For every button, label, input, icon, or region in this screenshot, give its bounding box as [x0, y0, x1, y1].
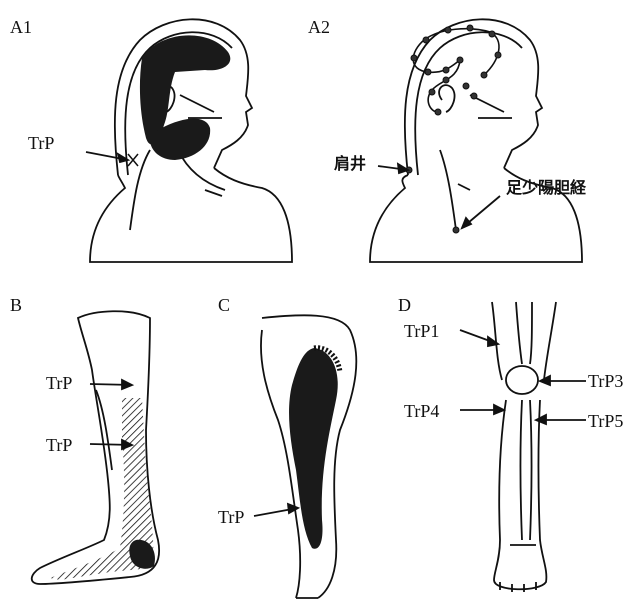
d-panel-label: D	[398, 296, 411, 314]
a1-trp-pointer	[86, 152, 138, 166]
c-trp-pointer	[254, 504, 298, 516]
b-pain-pattern	[50, 398, 155, 580]
d-trp5-label: TrP5	[588, 412, 623, 430]
d-trp3-label: TrP3	[588, 372, 623, 390]
c-trp-label: TrP	[218, 508, 244, 526]
d-trp-pointers	[460, 330, 586, 424]
a1-trp-label: TrP	[28, 134, 54, 152]
b-panel-label: B	[10, 296, 22, 314]
a2-meridian-label: 足少陽胆経	[506, 180, 586, 196]
a2-head-figure	[370, 19, 582, 262]
a2-panel-label: A2	[308, 18, 330, 36]
a2-point-label: 肩井	[334, 156, 366, 172]
b-trp-label-lower: TrP	[46, 436, 72, 454]
d-trp1-label: TrP1	[404, 322, 439, 340]
a2-acupoints	[406, 25, 501, 233]
d-leg-skeleton	[492, 302, 556, 592]
b-trp-label-upper: TrP	[46, 374, 72, 392]
d-trp4-label: TrP4	[404, 402, 439, 420]
c-panel-label: C	[218, 296, 230, 314]
a1-panel-label: A1	[10, 18, 32, 36]
